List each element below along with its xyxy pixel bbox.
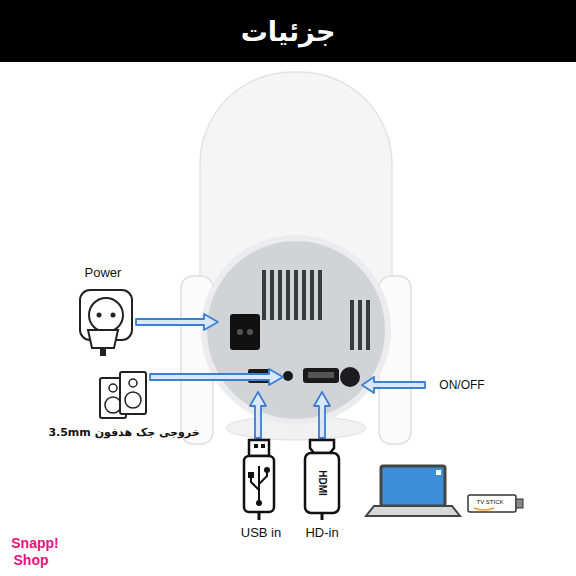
port-label: HD-in	[305, 526, 338, 541]
plug-marking: HDMI	[316, 470, 328, 496]
device-marking: TV STICK	[476, 499, 503, 506]
port-label: خروجی جک هدفون 3.5mm	[48, 427, 199, 440]
watermark-logo: Snapp!	[11, 535, 58, 551]
port-label: ON/OFF	[439, 379, 484, 393]
watermark-logo: Shop	[14, 552, 49, 568]
port-label: Power	[85, 266, 122, 281]
page-title: جزئیات	[241, 16, 336, 47]
port-label: USB in	[241, 526, 281, 541]
